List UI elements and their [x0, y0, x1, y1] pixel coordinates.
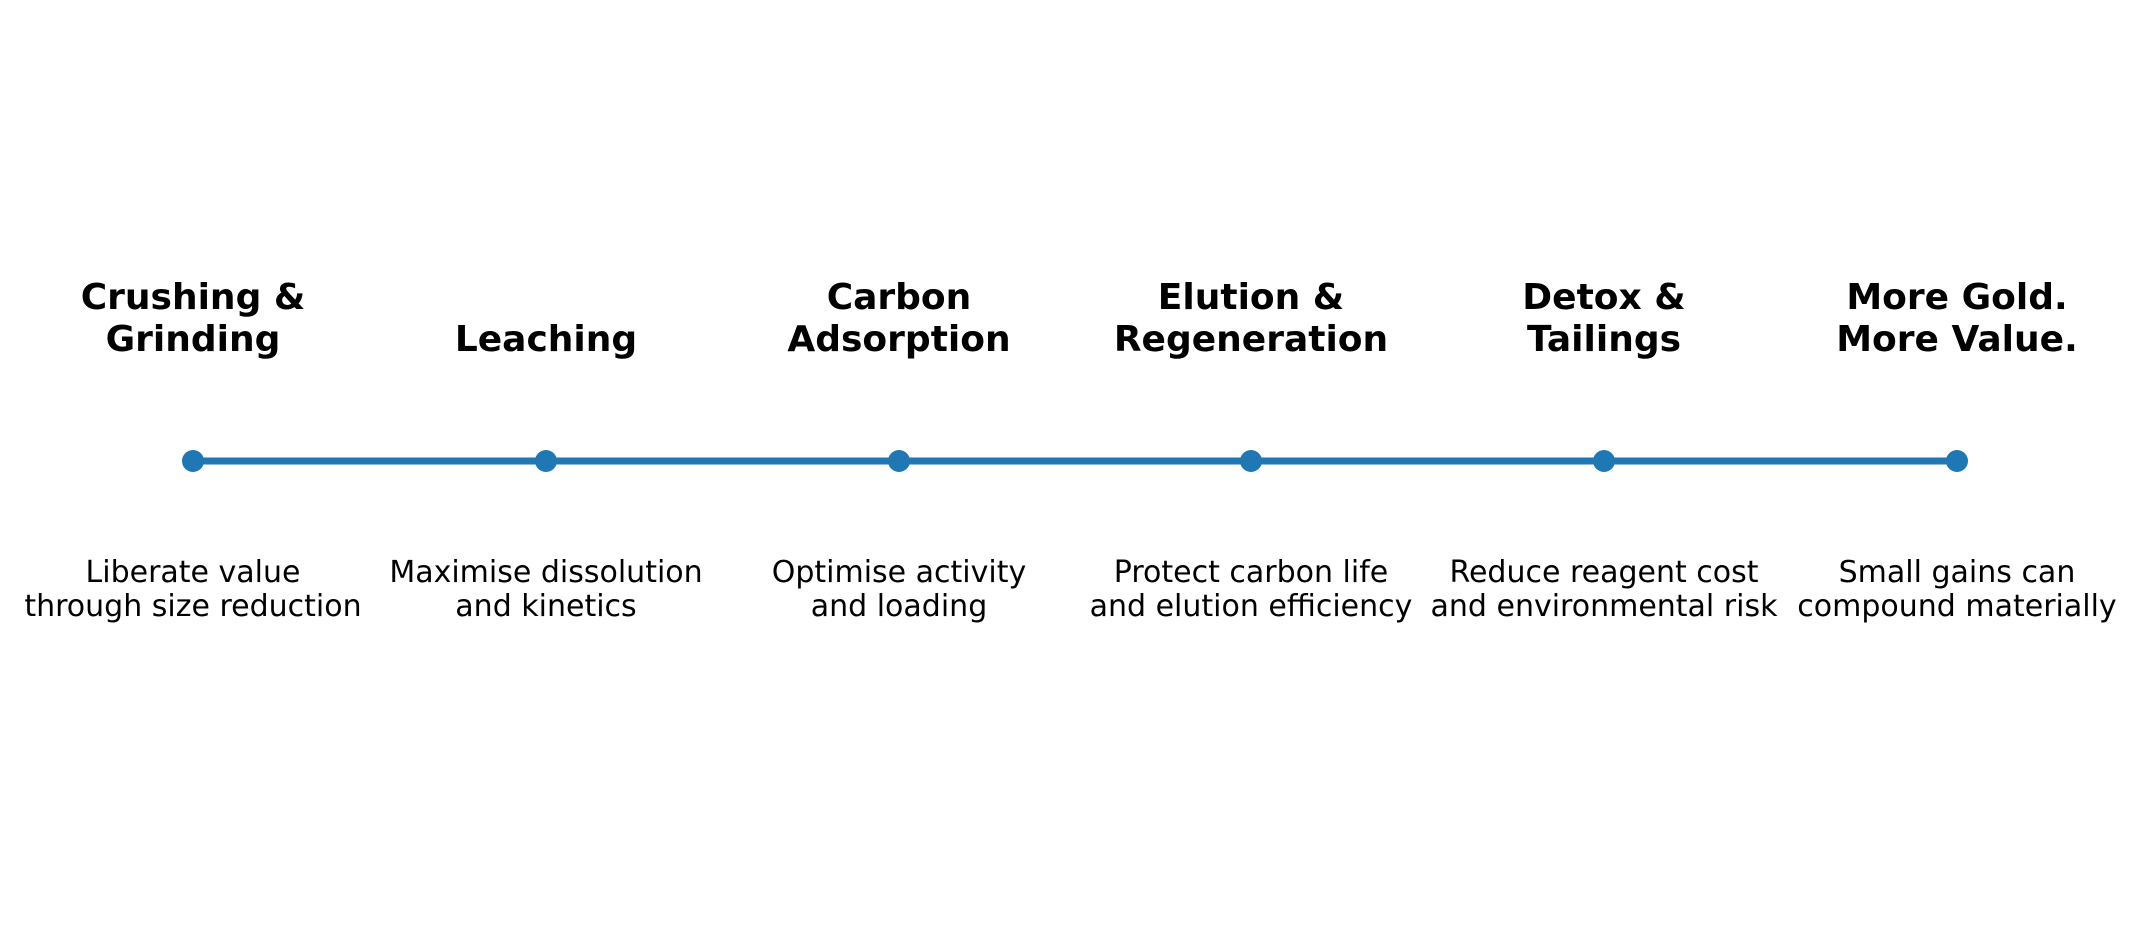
stage-marker-2 [535, 450, 557, 472]
stage-marker-1 [182, 450, 204, 472]
stage-title-carbon-adsorption: Carbon Adsorption [787, 277, 1011, 360]
stage-marker-5 [1593, 450, 1615, 472]
stage-title-detox-tailings: Detox & Tailings [1522, 277, 1686, 360]
stage-description-more-gold: Small gains can compound materially [1797, 555, 2117, 624]
stage-description-crushing-grinding: Liberate value through size reduction [24, 555, 362, 624]
stage-description-detox-tailings: Reduce reagent cost and environmental ri… [1430, 555, 1778, 624]
stage-description-leaching: Maximise dissolution and kinetics [389, 555, 703, 624]
stage-title-crushing-grinding: Crushing & Grinding [80, 277, 306, 360]
stage-marker-4 [1240, 450, 1262, 472]
stage-description-elution-regeneration: Protect carbon life and elution efficien… [1089, 555, 1413, 624]
stage-description-carbon-adsorption: Optimise activity and loading [771, 555, 1027, 624]
stage-title-elution-regeneration: Elution & Regeneration [1113, 277, 1389, 360]
stage-marker-3 [888, 450, 910, 472]
stage-title-leaching: Leaching [454, 319, 638, 360]
stage-marker-6 [1946, 450, 1968, 472]
stage-title-more-gold: More Gold. More Value. [1836, 277, 2078, 360]
